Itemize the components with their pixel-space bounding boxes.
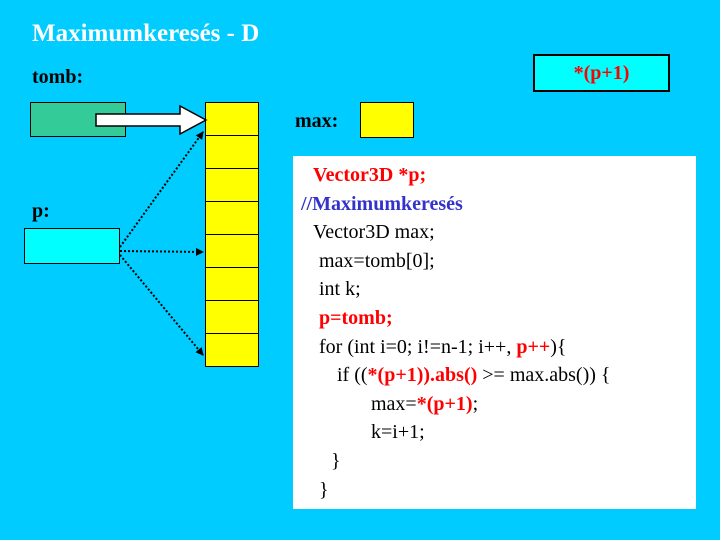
max-label: max: [295,110,339,132]
tomb-arrow [95,104,208,136]
code-line-for: for (int i=0; i!=n-1; i++, p++){ [293,333,696,362]
code-line-close-if: } [331,449,341,472]
code-line-close-for: } [319,478,329,501]
max-value-box [360,102,414,138]
code-line-k-decl: int k; [319,278,361,301]
code-for-increment: p++ [516,335,551,358]
array-cell-1 [205,135,259,169]
code-line-max-assign: max=*(p+1); [293,390,696,419]
code-assign-deref: *(p+1) [416,392,473,415]
array-cell-4 [205,234,259,268]
code-line-k-assign: k=i+1; [371,421,425,444]
code-for-tail: ){ [550,335,567,358]
p-arrow-mid [119,247,204,256]
code-assign-head: max= [371,392,417,415]
code-line-decl: Vector3D *p; [313,164,427,186]
code-line-max-init: max=tomb[0]; [319,249,435,272]
code-assign-tail: ; [472,392,479,415]
array-cell-2 [205,168,259,202]
p-arrow-down [119,254,204,356]
p-label: p: [32,200,50,222]
code-line-max-decl: Vector3D max; [313,221,435,244]
code-for-head: for (int i=0; i!=n-1; i++, [319,335,517,358]
array-cell-0 [205,102,259,136]
array-cell-5 [205,267,259,301]
code-line-comment: //Maximumkeresés [301,192,463,215]
code-if-deref: *(p+1)).abs() [367,364,478,387]
tomb-array [205,102,259,367]
code-panel: Vector3D *p; //Maximumkeresés Vector3D m… [293,156,696,509]
code-if-head: if (( [337,364,368,387]
array-cell-7 [205,333,259,367]
tomb-label: tomb: [32,66,84,88]
code-if-tail: >= max.abs()) { [477,364,611,387]
slide-title: Maximumkeresés - D [32,20,260,47]
deref-p-plus-1-box: *(p+1) [533,54,670,92]
p-arrow-up [119,131,204,248]
code-line-if: if ((*(p+1)).abs() >= max.abs()) { [293,361,696,390]
code-line-p-init: p=tomb; [319,306,393,329]
